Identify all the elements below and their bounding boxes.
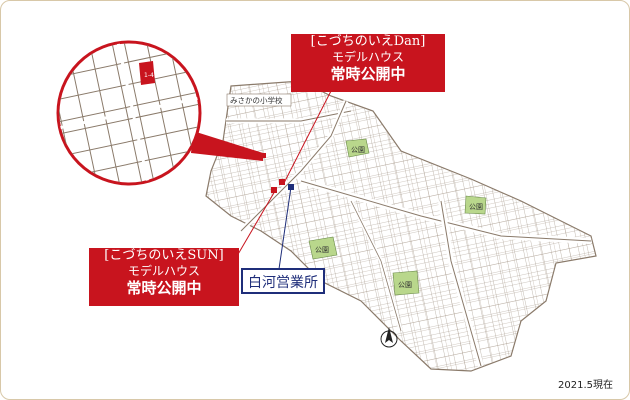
sun-status: 常時公開中	[126, 279, 202, 298]
park-label: 公園	[315, 246, 329, 254]
north-arrow-icon	[380, 327, 398, 348]
parks	[308, 138, 487, 296]
sun-marker	[271, 187, 277, 193]
school-label: みさかの小学校	[230, 95, 283, 105]
zoom-pointer	[191, 131, 263, 161]
park-label: 公園	[469, 203, 483, 211]
dan-subtitle: モデルハウス	[331, 50, 404, 65]
zoom-detail	[59, 43, 199, 183]
model-house-sun-label: [こづちのいえSUN] モデルハウス 常時公開中	[89, 248, 239, 306]
sun-subtitle: モデルハウス	[127, 264, 200, 279]
office-label: 白河営業所	[241, 268, 325, 294]
sun-title: [こづちのいえSUN]	[104, 248, 224, 263]
park-label: 公園	[398, 281, 412, 289]
office-marker	[288, 184, 294, 190]
as-of-date: 2021.5現在	[558, 380, 613, 391]
dan-status: 常時公開中	[330, 65, 406, 84]
dan-title: [こづちのいえDan]	[310, 34, 426, 49]
dan-marker	[279, 179, 285, 185]
lot-marker	[261, 153, 266, 158]
park-label: 公園	[351, 146, 365, 154]
sun-leader	[236, 190, 276, 257]
office-leader	[278, 186, 292, 270]
lot-number: 1-4	[144, 72, 154, 79]
dan-leader	[283, 90, 332, 184]
main-roads	[226, 100, 592, 367]
model-house-dan-label: [こづちのいえDan] モデルハウス 常時公開中	[291, 34, 445, 92]
